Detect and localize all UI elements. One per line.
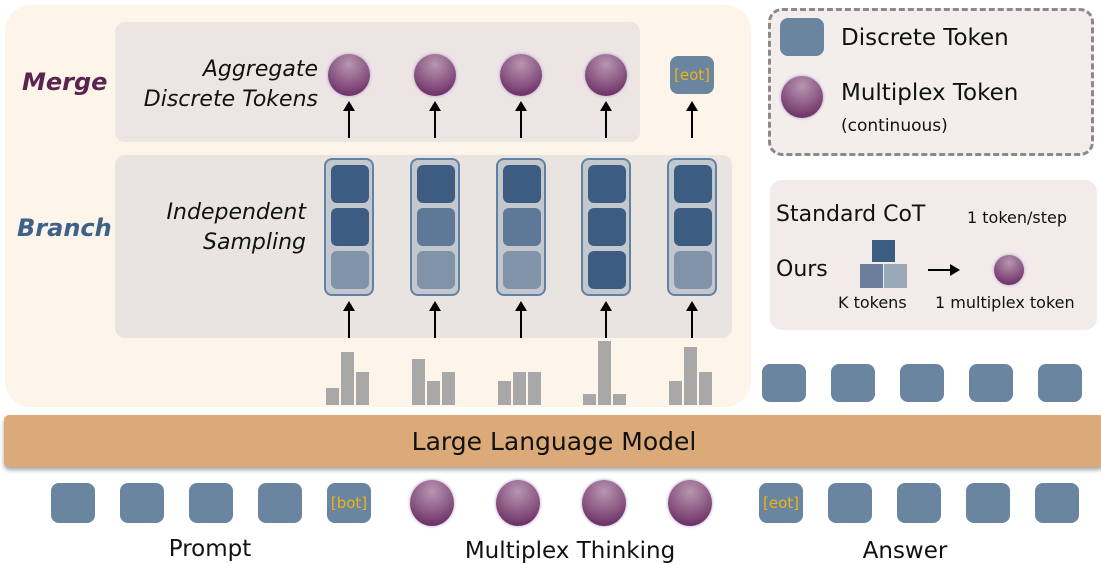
sampled-token-light <box>503 251 541 289</box>
arrow-up-icon <box>343 301 355 338</box>
answer-label: Answer <box>862 538 948 564</box>
multiplex-result-label: 1 multiplex token <box>935 293 1075 312</box>
histogram-bar <box>412 359 425 405</box>
k-tokens-icon-right <box>884 264 907 288</box>
answer-output-token <box>831 364 875 402</box>
sampled-token-light <box>674 251 712 289</box>
prompt-token <box>189 483 233 523</box>
sampled-token-dark <box>674 208 712 246</box>
sampled-token-dark <box>588 165 626 203</box>
thinking-multiplex-token <box>668 480 712 526</box>
prompt-token <box>51 483 95 523</box>
answer-token <box>1035 483 1079 523</box>
standard-cot-label: Standard CoT <box>776 202 926 227</box>
sampling-column <box>496 158 546 296</box>
legend-multiplex-swatch <box>781 76 823 118</box>
histogram-bar <box>498 381 511 405</box>
multiplex-token-icon <box>994 255 1024 285</box>
answer-output-token <box>762 364 806 402</box>
histogram-bar <box>583 394 596 405</box>
sampled-token-dark <box>331 208 369 246</box>
sampled-token-dark <box>331 165 369 203</box>
k-tokens-label: K tokens <box>838 293 907 312</box>
legend-discrete-label: Discrete Token <box>841 25 1009 51</box>
sampling-column <box>667 158 717 296</box>
branch-description: Independent Sampling <box>120 198 306 258</box>
arrow-up-icon <box>515 101 527 138</box>
arrow-up-icon <box>515 301 527 338</box>
legend-discrete-swatch <box>780 18 824 56</box>
k-tokens-icon-top <box>872 240 895 262</box>
sampled-token-dark <box>417 165 455 203</box>
answer-token <box>828 483 872 523</box>
prompt-token <box>258 483 302 523</box>
llm-label: Large Language Model <box>411 426 697 456</box>
bot-token: [bot] <box>327 483 371 523</box>
histogram-bar <box>427 381 440 405</box>
histogram-bar <box>528 372 541 405</box>
answer-output-token <box>900 364 944 402</box>
legend-multiplex-sublabel: (continuous) <box>841 116 948 136</box>
ours-label: Ours <box>776 257 828 282</box>
sampled-token-light <box>331 251 369 289</box>
sampled-token-dark <box>503 165 541 203</box>
arrow-right-icon <box>928 264 960 276</box>
merge-multiplex-token <box>500 54 542 96</box>
arrow-up-icon <box>343 101 355 138</box>
merge-eot-token: [eot] <box>670 56 714 94</box>
merge-description-line1: Aggregate <box>202 57 318 82</box>
merge-description-line2: Discrete Tokens <box>143 87 318 112</box>
arrow-up-icon <box>429 301 441 338</box>
multiplex-thinking-label: Multiplex Thinking <box>464 538 676 564</box>
standard-cot-rate: 1 token/step <box>967 208 1068 227</box>
answer-token <box>897 483 941 523</box>
legend-multiplex-label: Multiplex Token <box>841 80 1019 106</box>
histogram-bar <box>513 372 526 405</box>
sampled-token-dark <box>588 251 626 289</box>
merge-multiplex-token <box>414 54 456 96</box>
sampling-column <box>410 158 460 296</box>
histogram-bar <box>326 388 339 405</box>
sampled-token-dark <box>588 208 626 246</box>
histogram-bar <box>684 347 697 405</box>
answer-output-token <box>969 364 1013 402</box>
prompt-token <box>120 483 164 523</box>
histogram-bar <box>598 341 611 405</box>
branch-label: Branch <box>17 214 112 242</box>
prompt-label: Prompt <box>168 536 252 562</box>
answer-token <box>966 483 1010 523</box>
sampled-token-light <box>417 251 455 289</box>
histogram-bar <box>442 372 455 405</box>
thinking-multiplex-token <box>496 480 540 526</box>
eot-token: [eot] <box>759 483 803 523</box>
histogram-bar <box>341 352 354 405</box>
answer-output-token <box>1038 364 1082 402</box>
k-tokens-icon-left <box>860 264 883 288</box>
thinking-multiplex-token <box>582 480 626 526</box>
merge-label: Merge <box>22 68 108 96</box>
sampled-token-dark <box>674 165 712 203</box>
branch-description-line2: Sampling <box>203 230 306 255</box>
merge-multiplex-token <box>328 54 370 96</box>
arrow-up-icon <box>429 101 441 138</box>
histogram-bar <box>356 372 369 405</box>
comparison-box <box>770 180 1097 330</box>
thinking-multiplex-token <box>410 480 454 526</box>
sampling-column <box>324 158 374 296</box>
branch-description-line1: Independent <box>166 200 306 225</box>
sampled-token-mid <box>503 208 541 246</box>
arrow-up-icon <box>686 301 698 338</box>
arrow-up-icon <box>686 101 698 138</box>
merge-stage-box <box>115 22 640 142</box>
merge-multiplex-token <box>585 54 627 96</box>
histogram-bar <box>699 372 712 405</box>
histogram-bar <box>613 394 626 405</box>
llm-bar: Large Language Model <box>4 415 1101 467</box>
arrow-up-icon <box>600 301 612 338</box>
sampling-column <box>581 158 631 296</box>
arrow-up-icon <box>600 101 612 138</box>
merge-description: Aggregate Discrete Tokens <box>130 55 318 115</box>
histogram-bar <box>669 381 682 405</box>
sampled-token-mid <box>417 208 455 246</box>
